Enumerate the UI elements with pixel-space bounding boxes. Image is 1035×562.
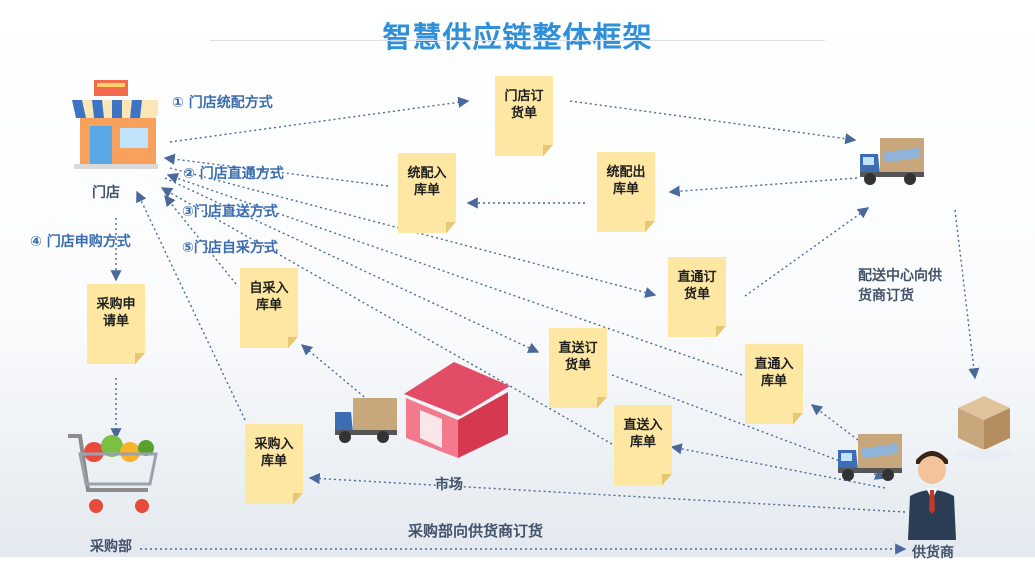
method-2-label: ② 门店直通方式 — [183, 166, 284, 182]
purch-order-label: 采购部向供货商订货 — [408, 522, 544, 540]
method-5-label: ⑤门店自采方式 — [182, 240, 278, 256]
market-label: 市场 — [435, 477, 463, 493]
note-dist-out: 统配出库单 — [597, 152, 655, 232]
note-ship-order: 直送订货单 — [549, 328, 607, 408]
note-purchase-in: 采购入库单 — [245, 424, 303, 504]
market-icon — [384, 358, 516, 458]
store-icon — [68, 76, 164, 170]
store-label: 门店 — [92, 185, 120, 201]
truck-icon — [858, 136, 926, 188]
method-4-label: ④ 门店申购方式 — [30, 234, 131, 250]
title-divider — [210, 40, 825, 41]
truck-icon — [333, 396, 399, 446]
shopping-cart-icon — [66, 430, 162, 522]
note-store-order: 门店订货单 — [495, 76, 553, 156]
note-dist-in: 统配入库单 — [398, 153, 456, 233]
dc-order-label-1: 配送中心向供货商订货 — [858, 268, 942, 304]
note-self-in: 自采入库单 — [240, 268, 298, 348]
note-ship-in: 直送入库单 — [614, 405, 672, 485]
note-through-in: 直通入库单 — [745, 344, 803, 424]
diagram-title: 智慧供应链整体框架 — [382, 20, 653, 54]
note-purchase-req: 采购申请单 — [87, 284, 145, 364]
note-direct-order: 直通订货单 — [668, 257, 726, 337]
businessman-icon — [902, 440, 962, 540]
truck-icon — [836, 432, 904, 484]
method-3-label: ③门店直送方式 — [182, 204, 278, 220]
supplier-label: 供货商 — [912, 545, 954, 561]
purchasing-label: 采购部 — [90, 539, 132, 555]
box-icon — [948, 392, 1018, 462]
method-1-label: ① 门店统配方式 — [172, 95, 273, 111]
